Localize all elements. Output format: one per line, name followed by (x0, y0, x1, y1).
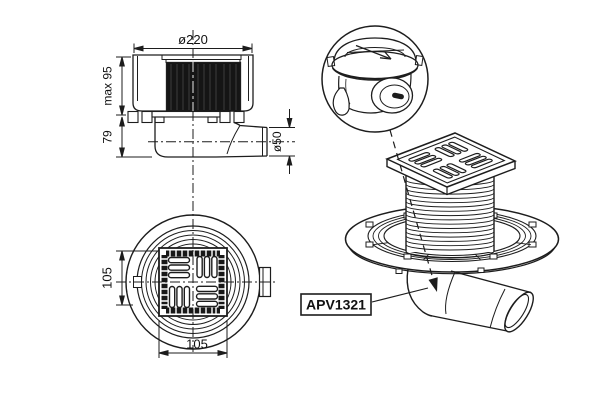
trap-body (154, 117, 268, 158)
clamp-teeth (127, 110, 245, 124)
product-code-label: APV1321 (306, 297, 366, 313)
dimension-105-height (116, 250, 157, 306)
riser-section-fill (165, 61, 242, 112)
dimension-79 (116, 116, 152, 158)
dimension-105-width (158, 320, 228, 358)
dimension-max-95 (116, 56, 131, 116)
iso-body-outline (406, 268, 534, 333)
detail-leader (389, 129, 438, 292)
top-view-drawing: 105 105 (100, 214, 272, 358)
dim-max-height: max 95 (101, 66, 115, 106)
dim-grate-height: 105 (100, 267, 115, 289)
flow-arrow (355, 44, 392, 60)
detail-bubble (321, 25, 429, 133)
dim-trap-height: 79 (101, 130, 115, 144)
isometric-view (300, 129, 560, 333)
iso-body-pipe (407, 268, 531, 331)
trap-insert-3d (326, 37, 424, 116)
product-label (300, 287, 429, 316)
dim-grate-width: 105 (186, 337, 208, 352)
iso-grate (385, 132, 517, 196)
centerlines (116, 30, 295, 352)
side-view-drawing: ø220 max 95 79 ø50 (101, 32, 295, 174)
dimension-outlet-50 (269, 109, 295, 174)
